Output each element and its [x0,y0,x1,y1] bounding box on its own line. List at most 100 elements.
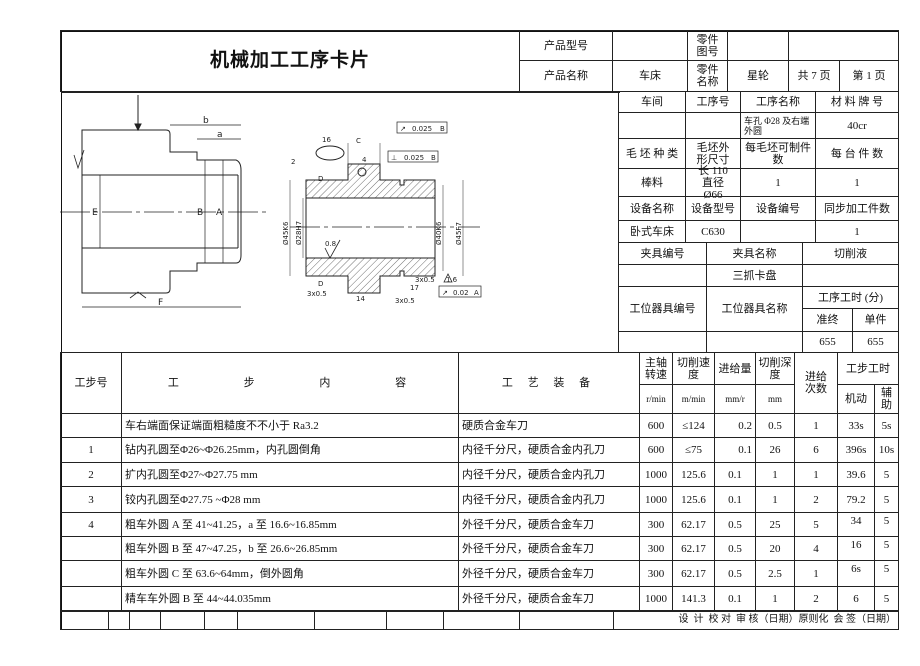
runout-symbol-bottom: ↗ [442,289,448,297]
label-d-top: D [318,175,323,183]
runout-top: 0.025 [412,125,432,133]
runout-top-datum: B [440,125,445,133]
step-aux-time: 5 [874,486,899,513]
step-cutting-speed: 125.6 [672,462,715,487]
station-tool-name-value [706,331,803,353]
step-feed: 0.5 [714,560,756,587]
runout-frame-top [396,121,448,134]
runout-bottom: 0.02 [453,289,469,297]
keyway-view [315,145,345,161]
equipment-no-label: 设备编号 [740,196,816,221]
col-equipment: 工 艺 装 备 [458,352,640,414]
step-depth: 26 [755,437,795,463]
roughness-16: 1.6 [446,276,458,284]
step-speed: 300 [639,536,673,561]
step-content: 扩内孔圆至Φ27~Φ27.75 mm [121,462,459,487]
setup-time-value: 655 [802,331,853,353]
step-no: 1 [60,437,122,463]
runout-bottom-datum: A [474,289,479,297]
step-content: 精车车外圆 B 至 44~44.035mm [121,586,459,612]
perpendicularity-datum: B [431,154,436,162]
process-name-value: 车孔 Φ28 及右端外圆 [740,112,816,139]
step-content: 铰内孔圆至Φ27.75 ~Φ28 mm [121,486,459,513]
step-no [60,586,122,612]
step-cutting-speed: 62.17 [672,560,715,587]
dim-2: 2 [291,158,295,166]
step-speed: 300 [639,512,673,537]
dim-45k6: Ø45K6 [282,221,290,245]
step-equipment: 外径千分尺，硬质合金车刀 [458,560,640,587]
equipment-name-label: 设备名称 [618,196,686,221]
process-time-label: 工序工时 (分) [802,286,899,309]
label-d-bottom: D [318,280,323,288]
unit-depth: mm [755,384,795,414]
step-depth: 0.5 [755,413,795,438]
footer-cell [129,610,161,630]
chamfer-1: 3x0.5 [307,290,327,298]
unit-time-value: 655 [852,331,899,353]
footer-cell [443,610,520,630]
step-no: 2 [60,462,122,487]
step-content: 粗车外圆 A 至 41~41.25，a 至 16.6~16.85mm [121,512,459,537]
step-no [60,536,122,561]
step-feed: 0.5 [714,536,756,561]
step-aux-time: 5 [874,462,899,487]
drawing-divider [61,92,620,93]
blank-size-value: 长 110 直径 Ø66 [685,165,741,201]
col-machine-time: 机动 [837,384,875,414]
parts-per-blank-label: 每毛坯可制件数 [740,138,816,169]
step-aux-time: 5 [874,586,899,612]
step-machine-time: 34 [837,512,875,537]
product-name-value: 车床 [612,60,688,92]
dim-4: 4 [362,156,367,164]
footer-cell [108,610,130,630]
step-speed: 600 [639,437,673,463]
perpendicularity-symbol: ⊥ [391,154,397,162]
blank-outline [81,129,242,294]
footer-cell [237,610,315,630]
step-passes: 1 [794,413,838,438]
step-no: 4 [60,512,122,537]
footer-cell [204,610,238,630]
part-drawing: b a E B A F ↗ 0.025 B ⊥ 0.025 B ↗ 0.02 A [60,95,482,308]
parts-per-unit-value: 1 [815,168,899,197]
unit-cut: m/min [672,384,715,414]
simultaneous-label: 同步加工件数 [815,196,899,221]
unit-time-label: 单件 [852,308,899,332]
parts-per-blank-value: 1 [740,168,816,197]
step-no [60,413,122,438]
step-no [60,560,122,587]
dim-14: 14 [356,295,365,303]
workshop-value [618,112,686,139]
station-tool-name-label: 工位器具名称 [706,286,803,332]
page-number: 第 1 页 [839,60,899,92]
equipment-no-value [740,220,816,243]
step-no: 3 [60,486,122,513]
step-aux-time: 5 [874,560,899,587]
fixture-name-label: 夹具名称 [706,242,803,265]
fixture-no-value [618,264,707,287]
step-machine-time: 396s [837,437,875,463]
footer-cell [386,610,444,630]
chamfer-2: 3x0.5 [395,297,415,305]
step-machine-time: 33s [837,413,875,438]
step-machine-time: 6s [837,560,875,587]
step-content: 车右端面保证端面粗糙度不不小于 Ra3.2 [121,413,459,438]
step-content: 钻内孔圆至Φ26~Φ26.25mm，内孔圆倒角 [121,437,459,463]
runout-frame-bottom [438,285,482,298]
dim-16: 16 [322,136,331,144]
roughness-08: 0.8 [325,240,336,248]
step-speed: 1000 [639,486,673,513]
step-speed: 300 [639,560,673,587]
step-machine-time: 39.6 [837,462,875,487]
equipment-model-value: C630 [685,220,741,243]
step-machine-time: 6 [837,586,875,612]
col-depth: 切削深度 [755,352,795,385]
header-blank [788,30,899,61]
dim-a: a [217,130,223,140]
product-model-value [612,30,688,61]
dim-a-dia: A [216,208,223,218]
step-speed: 1000 [639,586,673,612]
fixture-name-value: 三抓卡盘 [706,264,803,287]
section-top [305,163,436,199]
